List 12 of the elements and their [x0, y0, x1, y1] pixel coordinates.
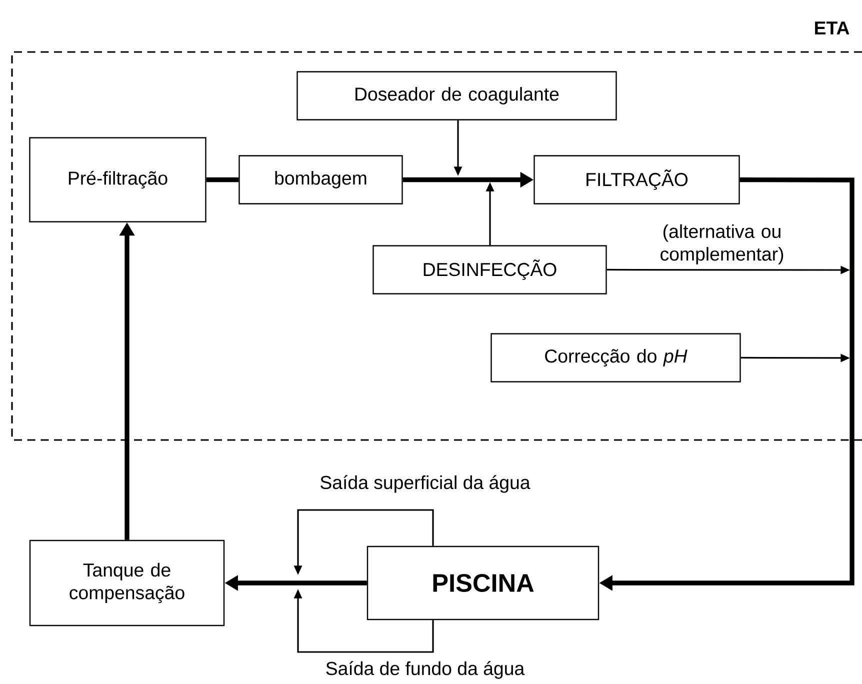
process-box: Correcção do pH	[490, 333, 741, 382]
tank-box: Tanque de compensação	[29, 540, 225, 626]
edge-label: (alternativa ou complementar)	[650, 223, 794, 266]
process-box: FILTRAÇÃO	[534, 155, 740, 204]
pool-box: PISCINA	[366, 546, 600, 620]
outlet-label: Saída superficial da água	[320, 475, 530, 493]
outlet-label: Saída de fundo da água	[326, 661, 525, 679]
process-box: bombagem	[238, 155, 403, 204]
connector-line	[206, 177, 239, 182]
process-box: DESINFECÇÃO	[372, 245, 607, 294]
process-box: Pré-filtração	[29, 137, 206, 222]
process-box: Doseador de coagulante	[296, 71, 617, 120]
